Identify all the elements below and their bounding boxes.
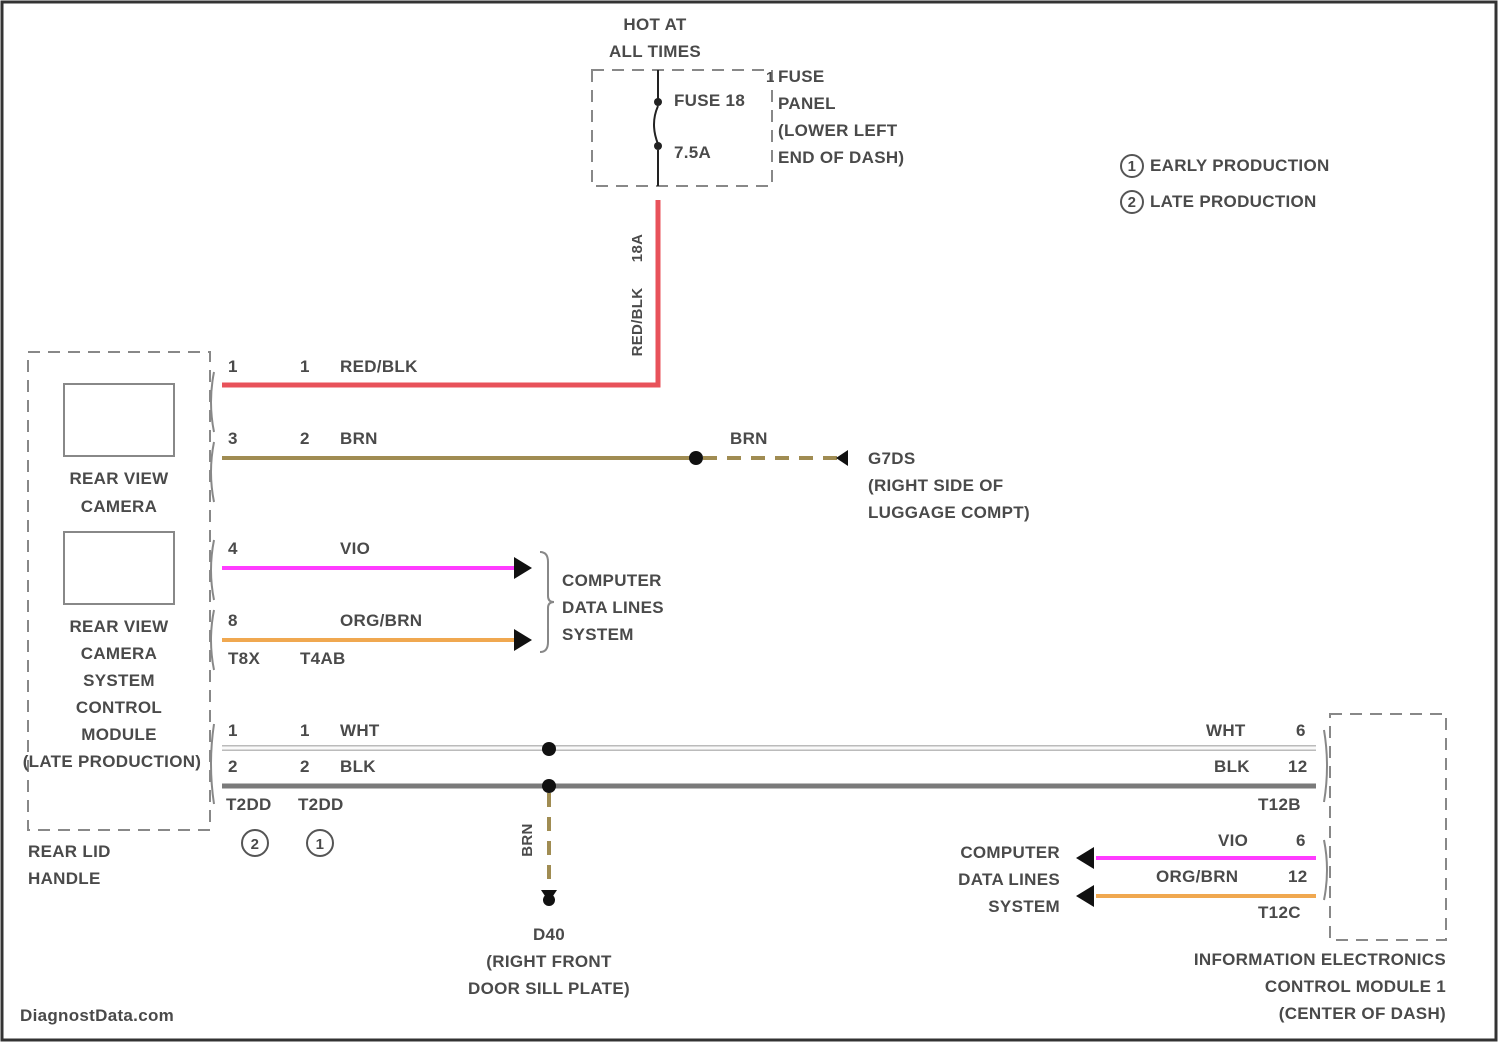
cdl2-label-1: COMPUTER: [960, 843, 1060, 862]
camera-module-label-3: SYSTEM: [83, 671, 155, 690]
ground-g7ds-location-2: LUGGAGE COMPT): [868, 503, 1030, 522]
info-module-label-2: CONTROL MODULE 1: [1265, 977, 1446, 996]
wire5-pin-b: 1: [300, 721, 310, 740]
wire-red-blk: [222, 200, 658, 385]
cdl-bracket-1: [540, 552, 554, 652]
camera-module-label-1: REAR VIEW: [69, 617, 169, 636]
wire3-color: VIO: [340, 539, 370, 558]
fuse-terminal-top: [654, 98, 662, 106]
connector-t2dd-b-marker-num: 1: [316, 836, 325, 853]
wire-vio-arrow: [514, 557, 532, 579]
wire2-pin-b: 2: [300, 429, 310, 448]
wire1-pin-a: 1: [228, 357, 238, 376]
legend-item-2: LATE PRODUCTION: [1150, 192, 1317, 211]
ground-d40-location-1: (RIGHT FRONT: [486, 952, 612, 971]
right-wire1-pin: 6: [1296, 831, 1306, 850]
wire5-pin-a: 1: [228, 721, 238, 740]
fuse-panel-box: [592, 70, 772, 186]
camera-module-label-5: MODULE: [81, 725, 156, 744]
wire-org-brn-arrow: [514, 629, 532, 651]
wire5-color: WHT: [340, 721, 380, 740]
legend-marker-1-num: 1: [1128, 158, 1137, 175]
wire6-right-pin: 12: [1288, 757, 1308, 776]
wire6-right-color: BLK: [1214, 757, 1250, 776]
ground-g7ds-arrow: [836, 450, 848, 466]
wire4-color: ORG/BRN: [340, 611, 422, 630]
camera-module-label-6: (LATE PRODUCTION): [23, 752, 202, 771]
camera-label-2: CAMERA: [81, 497, 157, 516]
wire3-pin: 4: [228, 539, 238, 558]
connector-t12b: T12B: [1258, 795, 1301, 814]
right-wire2-color: ORG/BRN: [1156, 867, 1238, 886]
camera-label-1: REAR VIEW: [69, 469, 169, 488]
wire-red-blk-vertical-label: RED/BLK: [629, 288, 646, 357]
ground-d40-wire-color: BRN: [519, 823, 536, 856]
info-module-box: [1330, 714, 1446, 940]
connector-t12c: T12C: [1258, 903, 1301, 922]
fuse-panel-marker: 1: [766, 69, 775, 86]
camera-icon-box: [64, 384, 174, 456]
connector-t4ab: T4AB: [300, 649, 346, 668]
cdl1-label-2: DATA LINES: [562, 598, 664, 617]
cdl2-label-2: DATA LINES: [958, 870, 1060, 889]
cdl2-label-3: SYSTEM: [988, 897, 1060, 916]
wire2-pin-a: 3: [228, 429, 238, 448]
wire5-right-pin: 6: [1296, 721, 1306, 740]
hot-at-label: HOT AT: [623, 15, 686, 34]
wire2-color: BRN: [340, 429, 378, 448]
wire-vio-right-arrow: [1076, 847, 1094, 869]
info-module-label-3: (CENTER OF DASH): [1279, 1004, 1446, 1023]
camera-connector-bracket: [211, 372, 214, 804]
legend-marker-2-num: 2: [1128, 194, 1137, 211]
wire2-segment-color: BRN: [730, 429, 768, 448]
all-times-label: ALL TIMES: [609, 42, 701, 61]
connector-t2dd-a: T2DD: [226, 795, 272, 814]
fuse-element: [654, 106, 658, 144]
wire-blk-splice: [542, 779, 556, 793]
camera-module-label-4: CONTROL: [76, 698, 162, 717]
wire4-pin: 8: [228, 611, 238, 630]
info-module-connector-bracket: [1324, 730, 1327, 900]
wire1-pin-b: 1: [300, 357, 310, 376]
right-wire2-pin: 12: [1288, 867, 1308, 886]
fuse-panel-label-3: (LOWER LEFT: [778, 121, 898, 140]
wire5-right-color: WHT: [1206, 721, 1246, 740]
connector-t8x: T8X: [228, 649, 260, 668]
right-wire1-color: VIO: [1218, 831, 1248, 850]
wire6-pin-a: 2: [228, 757, 238, 776]
wire6-color: BLK: [340, 757, 376, 776]
wire1-color: RED/BLK: [340, 357, 418, 376]
ground-g7ds-location-1: (RIGHT SIDE OF: [868, 476, 1003, 495]
connector-t2dd-a-marker-num: 2: [251, 836, 260, 853]
camera-module-label-2: CAMERA: [81, 644, 157, 663]
watermark: DiagnostData.com: [20, 1006, 174, 1025]
camera-module-icon-box: [64, 532, 174, 604]
legend-item-1: EARLY PRODUCTION: [1150, 156, 1330, 175]
rear-lid-handle-label-1: REAR LID: [28, 842, 111, 861]
ground-d40-location-2: DOOR SILL PLATE): [468, 979, 630, 998]
ground-g7ds-id: G7DS: [868, 449, 916, 468]
fuse-panel-label-4: END OF DASH): [778, 148, 904, 167]
fuse-rating: 7.5A: [674, 143, 711, 162]
rear-lid-handle-label-2: HANDLE: [28, 869, 101, 888]
wire-org-brn-right-arrow: [1076, 885, 1094, 907]
fuse-panel-label-1: FUSE: [778, 67, 825, 86]
ground-d40-point: [543, 894, 555, 906]
cdl1-label-3: SYSTEM: [562, 625, 634, 644]
wire-brn-splice: [689, 451, 703, 465]
fuse-panel-label-2: PANEL: [778, 94, 836, 113]
wire-wht-splice: [542, 742, 556, 756]
ground-d40-id: D40: [533, 925, 565, 944]
fuse-terminal-bottom: [654, 142, 662, 150]
connector-t2dd-b: T2DD: [298, 795, 344, 814]
cdl1-label-1: COMPUTER: [562, 571, 662, 590]
fuse-label: FUSE 18: [674, 91, 745, 110]
wire6-pin-b: 2: [300, 757, 310, 776]
info-module-label-1: INFORMATION ELECTRONICS: [1194, 950, 1446, 969]
wire-red-blk-gauge: 18A: [629, 234, 646, 262]
